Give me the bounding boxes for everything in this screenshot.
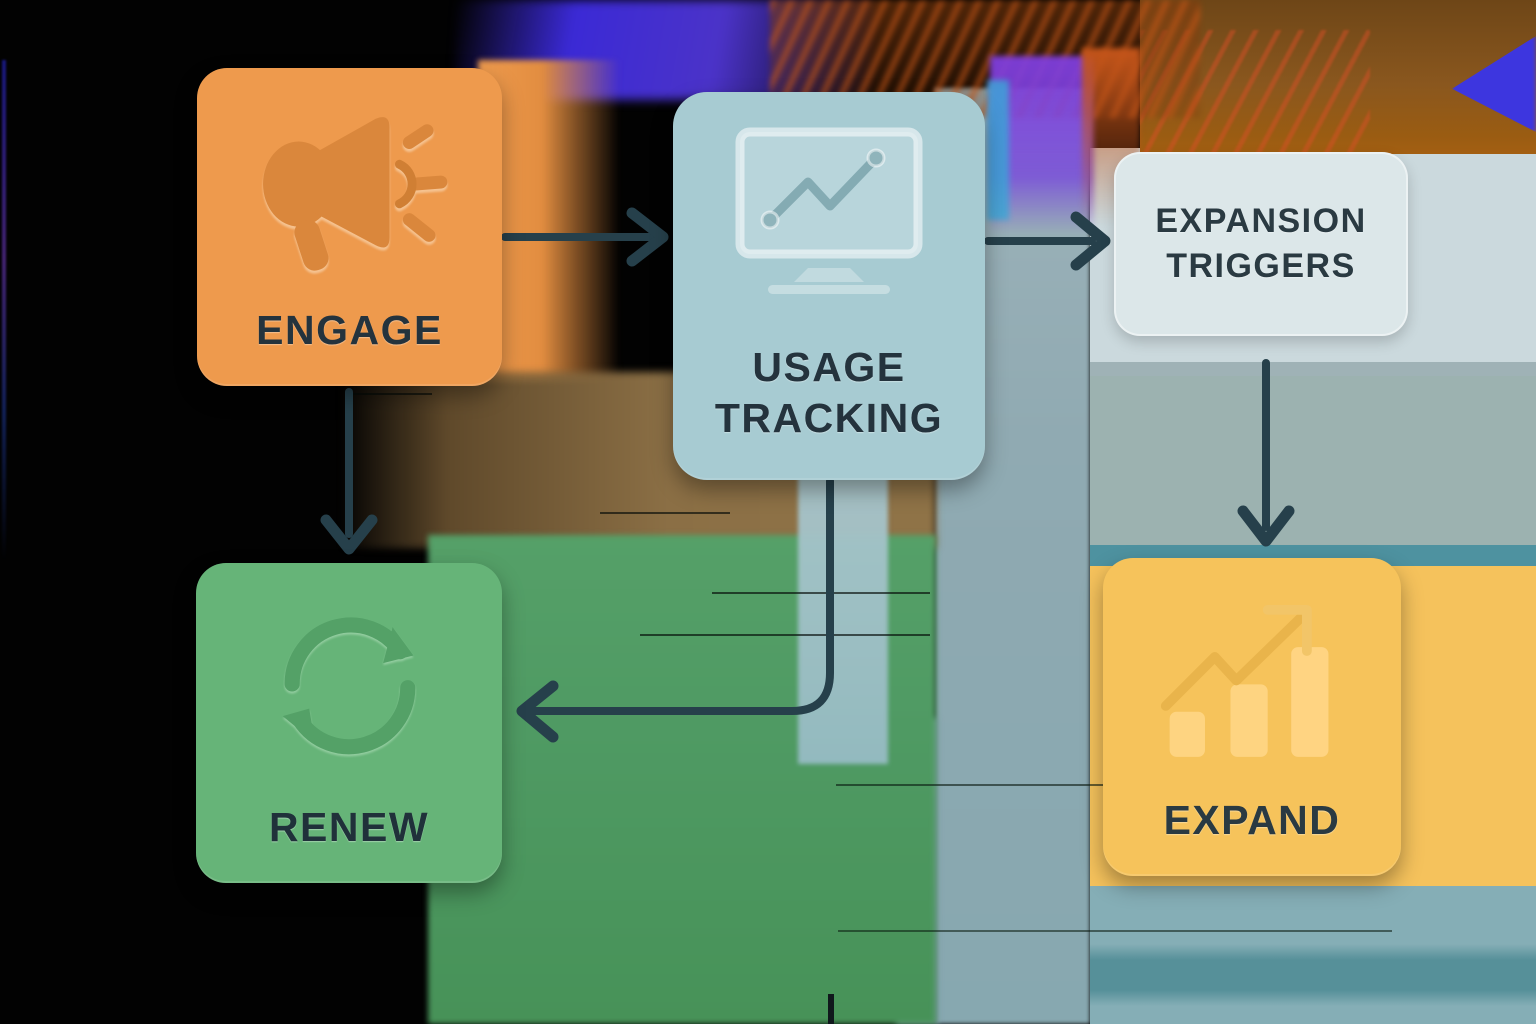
node-engage-label: ENGAGE [256, 307, 443, 353]
node-usage-tracking-label: USAGE TRACKING [715, 342, 943, 480]
node-usage-tracking-label-line2: TRACKING [714, 395, 944, 441]
node-expansion-triggers: EXPANSION TRIGGERS [1114, 152, 1408, 336]
node-expand-label: EXPAND [1163, 797, 1341, 843]
node-expansion-triggers-label-line2: TRIGGERS [1166, 247, 1356, 285]
node-usage-tracking: USAGE TRACKING [673, 92, 985, 480]
background-artifact-stub [828, 994, 834, 1024]
monitor-line-chart-icon [673, 92, 985, 342]
node-engage: ENGAGE [197, 68, 502, 386]
background-brown-block [1140, 0, 1536, 154]
bar-chart-growth-icon [1103, 558, 1401, 795]
background-artifact-line [352, 393, 432, 395]
background-artifact-line [640, 634, 930, 636]
refresh-cycle-icon [196, 563, 502, 802]
background-cyan-sliver [987, 80, 1009, 220]
background-lightblue-band [798, 468, 888, 764]
background-artifact-line [600, 512, 730, 514]
background-band-bottom [1090, 886, 1536, 1024]
background-band-divider [1090, 362, 1536, 376]
node-renew-label: RENEW [268, 804, 430, 850]
background-artifact-line [712, 592, 930, 594]
background-band-grey [1090, 376, 1536, 545]
node-expand: EXPAND [1103, 558, 1401, 876]
node-expansion-triggers-label-line1: EXPANSION [1155, 202, 1367, 240]
background-artifact-line [838, 930, 1392, 932]
node-usage-tracking-label-line1: USAGE [752, 344, 906, 390]
node-expansion-triggers-label: EXPANSION TRIGGERS [1155, 199, 1366, 289]
background-left-scratch [2, 60, 6, 560]
node-renew: RENEW [196, 563, 502, 883]
megaphone-icon [197, 68, 502, 305]
